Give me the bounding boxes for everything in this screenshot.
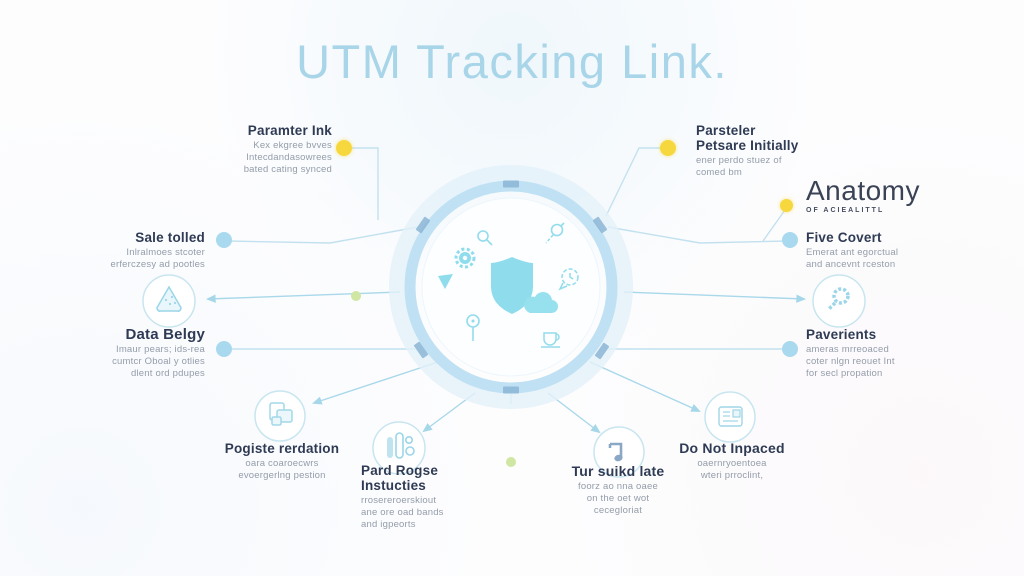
callout-body-line: dlent ord pdupes bbox=[131, 368, 205, 379]
accent-dot-bottom bbox=[506, 457, 516, 467]
anatomy-subtitle: OF ACIEALITTL bbox=[806, 207, 885, 214]
callout-body-line: evoergerlng pestion bbox=[238, 470, 326, 481]
chat-clock-icon bbox=[558, 268, 579, 291]
anatomy-title: Anatomy bbox=[806, 175, 920, 206]
arrow-to-right-node bbox=[623, 291, 807, 303]
callout-body-line: erferczesy ad pootles bbox=[110, 259, 205, 270]
callout-body-line: coter nlgn reouet Int bbox=[806, 356, 895, 367]
callout-body-line: comed bm bbox=[696, 167, 742, 178]
cloud-icon bbox=[524, 292, 559, 314]
callout-body-line: cumtcr Oboal y otlies bbox=[112, 356, 205, 367]
arrow-to-newspaper-node bbox=[589, 361, 701, 412]
callout-title: Sale tolled bbox=[135, 230, 205, 245]
music-note-icon bbox=[593, 426, 645, 478]
callout-pogiste: Pogiste rerdation oara coaroecwrs evoerg… bbox=[203, 441, 361, 482]
connector-dot-paverients bbox=[782, 341, 798, 357]
connector-dot-five-covert bbox=[782, 232, 798, 248]
arrow-to-left-node bbox=[205, 291, 401, 303]
gear-icon bbox=[454, 247, 476, 269]
callout-body-line: Emerat ant egorctual bbox=[806, 247, 899, 258]
pin-icon bbox=[466, 314, 480, 341]
callout-body-line: Imaur pears; ids-rea bbox=[115, 344, 205, 355]
page-title: UTM Tracking Link. bbox=[296, 35, 728, 88]
callout-body-line: on the oet wot bbox=[586, 493, 650, 504]
callout-body-line: oara coaroecwrs bbox=[245, 458, 319, 469]
search-icon bbox=[477, 230, 493, 246]
callout-body-line: for secl propation bbox=[806, 368, 883, 379]
callout-title: Tur suikd late bbox=[571, 463, 665, 479]
bar-chart-icon bbox=[372, 421, 426, 475]
copy-icon bbox=[254, 390, 306, 442]
callout-sale-tolled: Sale tolled Inlralmoes stcoter erferczes… bbox=[52, 230, 205, 271]
callout-title: Pogiste rerdation bbox=[224, 441, 340, 456]
central-hub bbox=[389, 165, 633, 409]
newspaper-icon bbox=[704, 391, 756, 443]
callout-title: Five Covert bbox=[806, 230, 882, 245]
callout-body-line: cecegloriat bbox=[593, 505, 643, 516]
callout-body-line: foorz ao nna oaee bbox=[578, 481, 658, 492]
connector-dot-sale-tolled bbox=[216, 232, 232, 248]
callout-title: Paramter Ink bbox=[247, 123, 332, 138]
callout-do-not: Do Not Inpaced oaernryoentoea wteri prro… bbox=[653, 441, 811, 482]
callout-body-line: ane ore oad bands bbox=[361, 507, 444, 518]
pixel-search-icon bbox=[812, 274, 866, 328]
callout-body-line: oaernryoentoea bbox=[697, 458, 767, 469]
callout-title: Data Belgy bbox=[125, 326, 205, 343]
connector-dot-data-belgy bbox=[216, 341, 232, 357]
callout-body-line: ener perdo stuez of bbox=[696, 155, 782, 166]
wrench-search-icon bbox=[545, 222, 565, 244]
callout-body-line: rrosereroerskiout bbox=[361, 495, 437, 506]
connector-lines bbox=[226, 147, 789, 404]
callout-body-line: and igpeorts bbox=[361, 519, 416, 530]
shield-icon bbox=[491, 257, 533, 314]
callout-parameter-ink: Paramter Ink Kex ekgree bvves Intecdanda… bbox=[178, 123, 332, 176]
callout-title: Petsare Initially bbox=[696, 138, 799, 153]
callout-body-line: Intecdandasowrees bbox=[246, 152, 332, 163]
hub-ring-ticks bbox=[413, 180, 610, 394]
callout-data-belgy: Data Belgy Imaur pears; ids-rea cumtcr O… bbox=[52, 327, 205, 380]
callout-title: Paverients bbox=[806, 327, 877, 342]
callout-body-line: and ancevnt rceston bbox=[806, 259, 896, 270]
callout-body-line: Kex ekgree bvves bbox=[253, 140, 332, 151]
play-icon bbox=[438, 274, 453, 289]
callout-title: Parsteler bbox=[696, 123, 756, 138]
grain-triangle-icon bbox=[142, 274, 196, 328]
callout-title: Do Not Inpaced bbox=[679, 440, 785, 456]
callout-body-line: wteri prroclint, bbox=[700, 470, 764, 481]
accent-dot-left bbox=[351, 291, 361, 301]
callout-parsteler: Parsteler Petsare Initially ener perdo s… bbox=[696, 123, 866, 179]
connector-dot-anatomy bbox=[780, 199, 793, 212]
callout-paverients: Paverients ameras mrreoaced coter nlgn r… bbox=[806, 327, 976, 380]
hub-glow-ring bbox=[389, 165, 633, 409]
coffee-cup-icon bbox=[541, 332, 560, 348]
callout-body-line: ameras mrreoaced bbox=[806, 344, 889, 355]
callout-title: Pard Rogse bbox=[361, 463, 439, 478]
callout-title: Instucties bbox=[361, 478, 427, 493]
arrow-to-copy-node bbox=[312, 361, 439, 405]
callout-pard-rogse: Pard Rogse Instucties rrosereroerskiout … bbox=[361, 463, 491, 531]
callout-anatomy: Anatomy OF ACIEALITTL bbox=[806, 175, 1006, 215]
callout-body-line: bated cating synced bbox=[243, 164, 332, 175]
callout-five-covert: Five Covert Emerat ant egorctual and anc… bbox=[806, 230, 976, 271]
callout-tur-suikd: Tur suikd late foorz ao nna oaee on the … bbox=[548, 464, 688, 517]
connector-dot-parameter-ink bbox=[336, 140, 352, 156]
connector-dot-parsteler bbox=[660, 140, 676, 156]
callout-body-line: Inlralmoes stcoter bbox=[126, 247, 205, 258]
